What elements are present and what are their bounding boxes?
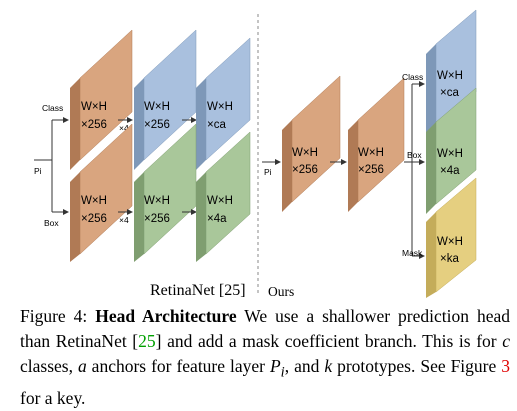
retinanet-box-block-3: W×H ×4a <box>196 131 251 262</box>
svg-text:×256: ×256 <box>292 164 318 176</box>
retinanet-diagram: Pi Class Box W×H ×256 ×4 W×H ×256 W×H ×c… <box>34 29 251 299</box>
ours-input-label: Pi <box>264 167 272 177</box>
svg-text:W×H: W×H <box>292 147 318 159</box>
retinanet-box-block-2: W×H ×256 <box>134 123 197 262</box>
ours-mask-label: Mask <box>402 248 423 258</box>
ours-class-block: W×H ×ca <box>426 9 477 136</box>
ours-trunk-block-2: W×H ×256 <box>348 77 405 212</box>
svg-text:W×H: W×H <box>207 195 233 207</box>
figure-3-reference[interactable]: 3 <box>501 356 510 376</box>
svg-text:×ka: ×ka <box>440 253 459 265</box>
retinanet-class-block-3: W×H ×ca <box>196 37 251 170</box>
citation-25[interactable]: 25 <box>138 331 156 351</box>
svg-text:W×H: W×H <box>81 101 107 113</box>
svg-text:W×H: W×H <box>144 195 170 207</box>
svg-text:W×H: W×H <box>437 70 463 82</box>
retinanet-class-label: Class <box>42 103 63 113</box>
svg-text:W×H: W×H <box>207 101 233 113</box>
retinanet-input-label: Pi <box>34 166 42 176</box>
svg-text:×256: ×256 <box>144 119 170 131</box>
retinanet-class-repeat: ×4 <box>119 123 129 133</box>
svg-text:×256: ×256 <box>81 213 107 225</box>
ours-class-label: Class <box>402 72 423 82</box>
ours-box-block: W×H ×4a <box>426 87 477 214</box>
ours-subtitle: Ours <box>268 284 294 299</box>
svg-text:×ca: ×ca <box>207 119 226 131</box>
retinanet-class-block-1: W×H ×256 <box>70 29 133 170</box>
retinanet-box-block-1: W×H ×256 <box>70 123 133 262</box>
ours-trunk-block-1: W×H ×256 <box>282 75 341 212</box>
retinanet-subtitle: RetinaNet [25] <box>150 282 246 299</box>
ours-box-label: Box <box>407 150 422 160</box>
retinanet-box-label: Box <box>44 218 59 228</box>
svg-text:W×H: W×H <box>437 236 463 248</box>
caption-title: Head Architecture <box>95 306 237 326</box>
retinanet-class-block-2: W×H ×256 <box>134 29 197 170</box>
svg-text:×4a: ×4a <box>207 213 227 225</box>
svg-text:×4a: ×4a <box>440 165 460 177</box>
svg-text:×256: ×256 <box>81 119 107 131</box>
svg-text:W×H: W×H <box>81 195 107 207</box>
svg-text:W×H: W×H <box>358 147 384 159</box>
svg-text:W×H: W×H <box>437 148 463 160</box>
ours-mask-block: W×H ×ka <box>426 177 477 298</box>
retinanet-box-repeat: ×4 <box>119 215 129 225</box>
svg-text:×256: ×256 <box>144 213 170 225</box>
svg-text:×256: ×256 <box>358 164 384 176</box>
svg-text:W×H: W×H <box>144 101 170 113</box>
figure-caption: Figure 4: Head Architecture We use a sha… <box>20 306 510 408</box>
head-architecture-diagram: Pi Class Box W×H ×256 ×4 W×H ×256 W×H ×c… <box>34 9 477 299</box>
ours-diagram: Pi W×H ×256 W×H ×256 Class Box Mask W×H … <box>262 9 477 299</box>
svg-text:×ca: ×ca <box>440 87 459 99</box>
